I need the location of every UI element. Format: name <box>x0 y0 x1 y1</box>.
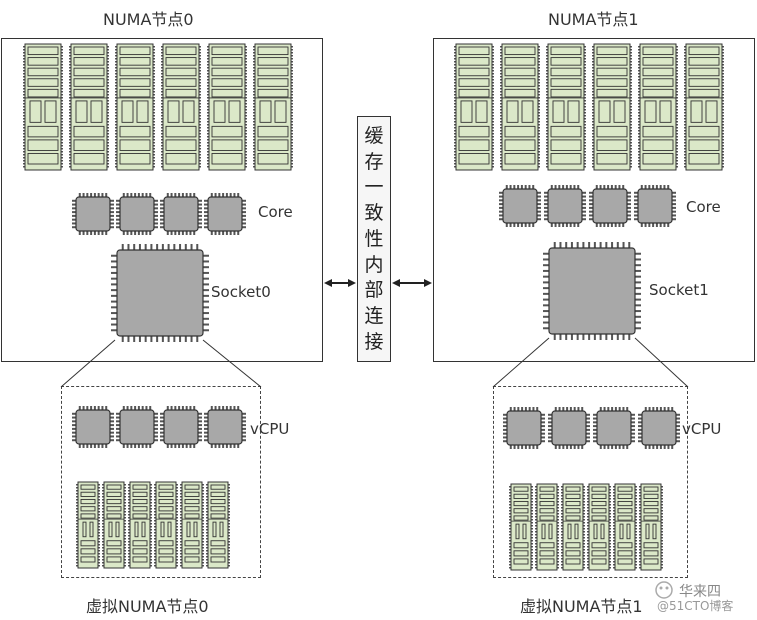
interconnect-char: 连 <box>364 305 384 328</box>
core-label-1: Core <box>686 198 721 216</box>
socket-label-0: Socket0 <box>211 283 271 301</box>
interconnect-char: 内 <box>364 253 384 276</box>
watermark-brand: 华来四 <box>679 584 721 600</box>
interconnect-arrow-left <box>324 279 356 287</box>
watermark-logo-icon <box>655 581 673 599</box>
interconnect-char: 性 <box>364 227 384 250</box>
watermark-site: @51CTO博客 <box>657 599 734 613</box>
interconnect-arrow-right <box>392 279 432 287</box>
virtual-numa-node-1-box <box>493 386 688 578</box>
core-label-0: Core <box>258 203 293 221</box>
numa-node-0-title: NUMA节点0 <box>103 10 194 29</box>
vcpu-label-0: vCPU <box>250 420 290 438</box>
interconnect-char: 存 <box>364 150 384 173</box>
interconnect-char: 部 <box>364 279 384 302</box>
interconnect-char: 接 <box>364 331 384 353</box>
socket-label-1: Socket1 <box>649 281 709 299</box>
interconnect-char: 一 <box>364 176 384 199</box>
virtual-numa-node-0-title: 虚拟NUMA节点0 <box>86 597 209 616</box>
numa-node-0-box <box>1 38 323 362</box>
interconnect-char: 致 <box>364 202 384 225</box>
virtual-numa-node-1-title: 虚拟NUMA节点1 <box>520 597 643 616</box>
interconnect-char: 缓 <box>364 124 384 147</box>
cache-coherent-interconnect: 缓存一致性内部连接 <box>357 116 391 362</box>
numa-node-1-title: NUMA节点1 <box>548 10 639 29</box>
vcpu-label-1: vCPU <box>682 420 722 438</box>
virtual-numa-node-0-box <box>61 386 261 578</box>
